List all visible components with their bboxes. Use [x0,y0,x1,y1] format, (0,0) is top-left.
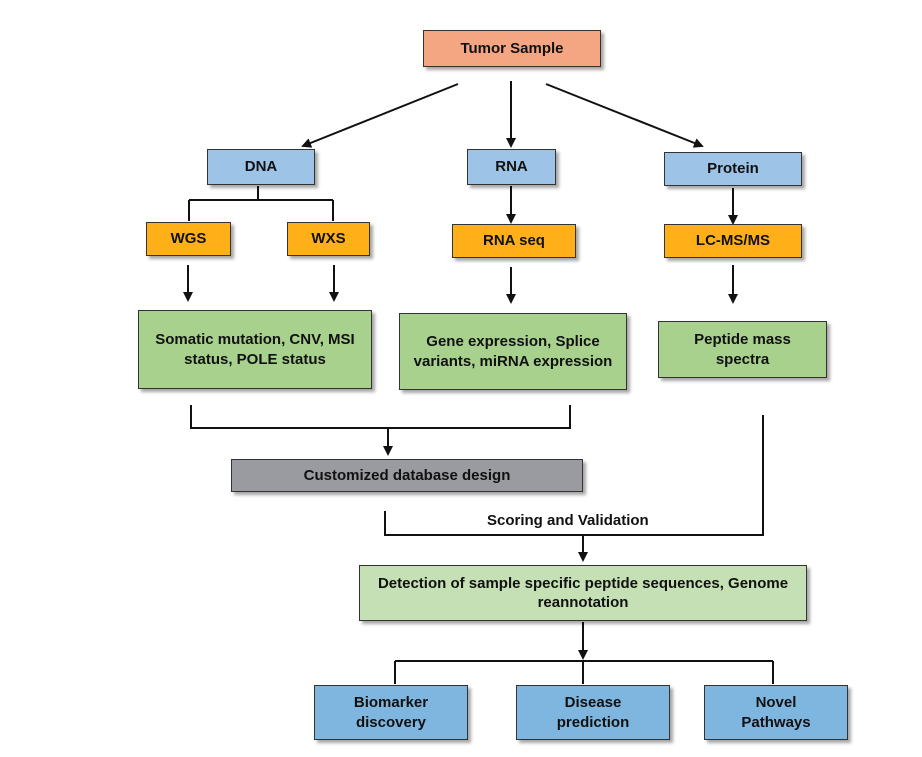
line-results-bracket [190,405,571,429]
node-dna-results: Somatic mutation, CNV, MSI status, POLE … [138,310,372,389]
node-tumor-sample: Tumor Sample [423,30,601,67]
node-novel-pathways: Novel Pathways [704,685,848,740]
node-disease-prediction: Disease prediction [516,685,670,740]
node-protein: Protein [664,152,802,186]
label-scoring-validation: Scoring and Validation [487,512,649,529]
node-wxs: WXS [287,222,370,256]
arrow-tumor-to-protein [545,83,704,148]
node-dna: DNA [207,149,315,185]
node-wgs: WGS [146,222,231,256]
node-lc-ms-ms: LC-MS/MS [664,224,802,258]
line-scoring-validation [384,415,764,536]
node-detection: Detection of sample specific peptide seq… [359,565,807,621]
arrow-tumor-to-dna [301,83,459,148]
node-rna: RNA [467,149,556,185]
node-peptide-mass-spectra: Peptide mass spectra [658,321,827,378]
node-customized-database: Customized database design [231,459,583,492]
node-rna-seq: RNA seq [452,224,576,258]
node-rna-results: Gene expression, Splice variants, miRNA … [399,313,627,390]
node-biomarker-discovery: Biomarker discovery [314,685,468,740]
